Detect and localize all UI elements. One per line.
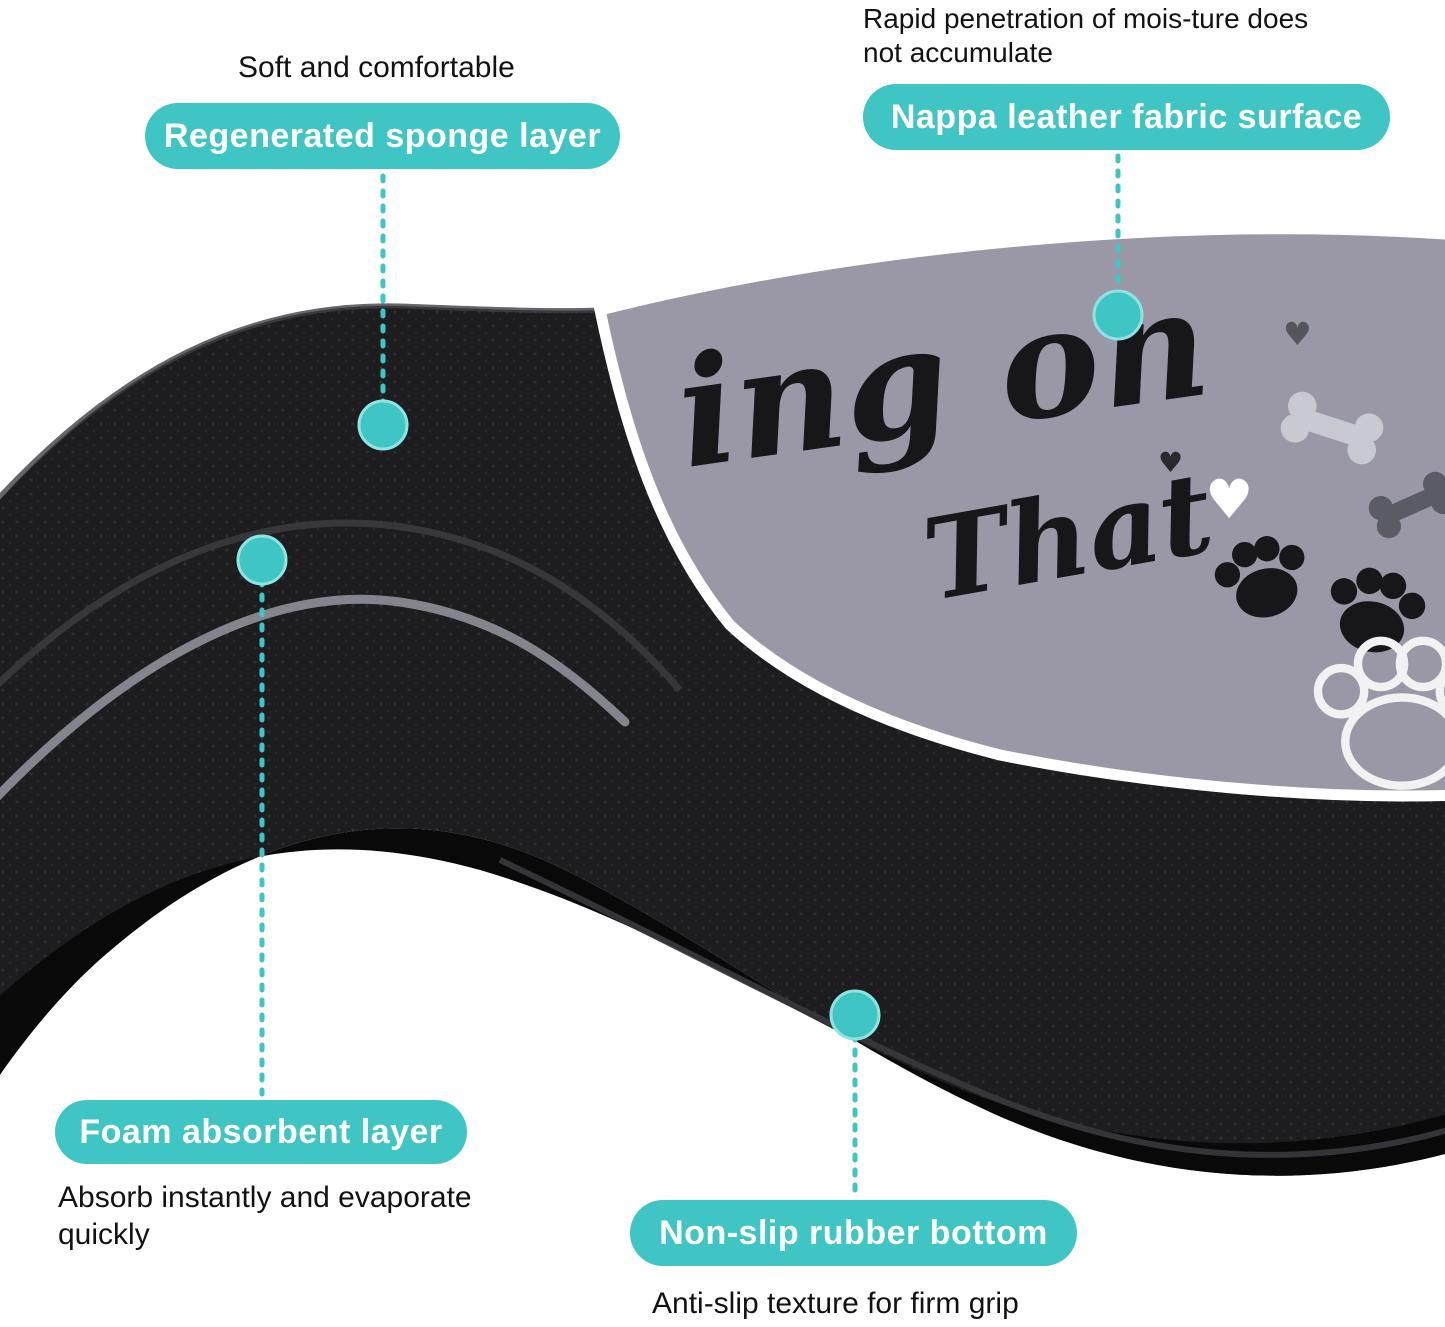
surface-label-pill: Nappa leather fabric surface [863,84,1390,150]
surface-note-line1: Rapid penetration of mois-ture does [863,3,1309,34]
rubber-note: Anti-slip texture for firm grip [652,1287,1019,1320]
surface-note-line2: not accumulate [863,37,1053,69]
rubber-label-pill: Non-slip rubber bottom [630,1200,1077,1266]
heart-icon: ♥ [1158,446,1183,479]
mat-bottom-seam [498,857,1445,1158]
callout-dots [236,289,1144,1041]
mat-top-surface [593,223,1445,802]
heart-icon: ♥ [1283,315,1312,353]
mat-rubber-bottom-band [0,828,1445,1176]
sponge-note: Soft and comfortable [238,51,515,84]
sponge-layer-dot [357,399,409,451]
foam-note: Absorb instantly and evaporate quickly [58,1181,472,1251]
heart-icon: ♥ [1205,468,1253,531]
rubber-layer-dot [829,989,881,1041]
surface-layer-dot [1092,289,1144,341]
callout-leaders [259,153,1121,1197]
mat-crest-highlight [0,303,601,501]
foam-layer-dot [236,534,288,586]
surface-note: Rapid penetration of mois-ture does not … [863,2,1308,70]
mat-gray-edge-stripe [0,594,630,801]
sponge-label-pill: Regenerated sponge layer [145,103,620,169]
foam-label-pill: Foam absorbent layer [55,1100,467,1164]
mat-layer-seam [0,519,683,693]
